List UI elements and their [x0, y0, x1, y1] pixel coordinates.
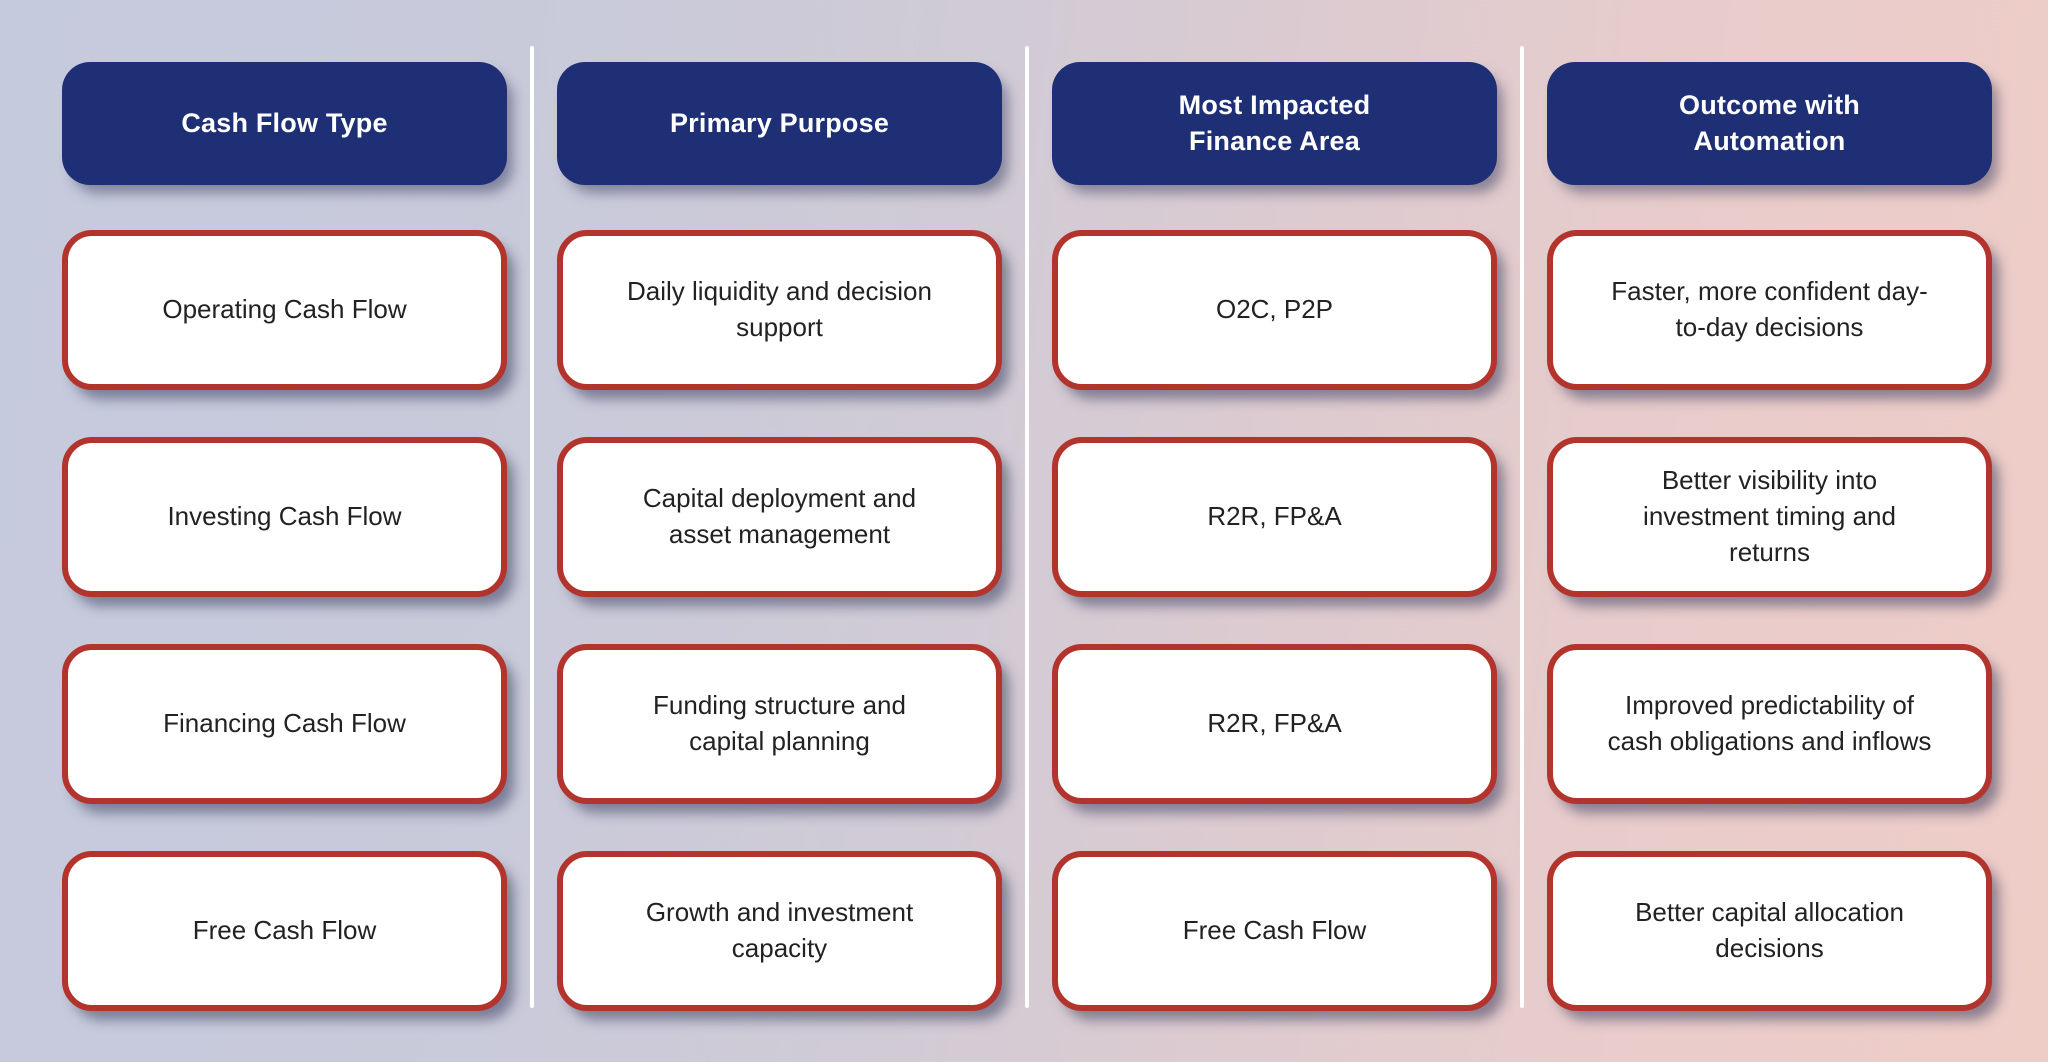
column-most-impacted-finance-area: Most Impacted Finance Area O2C, P2P R2R,… [1052, 62, 1497, 1011]
table-cell-text: R2R, FP&A [1207, 708, 1342, 739]
table-cell-text: Improved predictability of cash obligati… [1607, 690, 1932, 756]
table-cell-text: Faster, more confident day-to-day decisi… [1611, 276, 1928, 342]
table-cell: R2R, FP&A [1052, 437, 1497, 597]
column-header-cash-flow-type: Cash Flow Type [62, 62, 507, 185]
table-cell: Free Cash Flow [62, 851, 507, 1011]
table-cell-text: Free Cash Flow [1182, 915, 1367, 946]
table-cell: Funding structure and capital planning [557, 644, 1002, 804]
table-cell: Better capital allocation decisions [1547, 851, 1992, 1011]
table-cell-text: Free Cash Flow [192, 915, 377, 946]
column-primary-purpose: Primary Purpose Daily liquidity and deci… [557, 62, 1002, 1011]
column-cash-flow-type: Cash Flow Type Operating Cash Flow Inves… [62, 62, 507, 1011]
table-cell-text: Daily liquidity and decision support [627, 276, 932, 342]
column-divider [1520, 46, 1524, 1008]
column-divider [1025, 46, 1029, 1008]
column-divider [530, 46, 534, 1008]
table-cell-text: R2R, FP&A [1207, 501, 1342, 532]
table-cell-text: Growth and investment capacity [645, 897, 914, 963]
table-cell-text: O2C, P2P [1215, 294, 1334, 325]
table-cell: Investing Cash Flow [62, 437, 507, 597]
table-cell-text: Better visibility into investment timing… [1643, 465, 1896, 567]
table-cell: Operating Cash Flow [62, 230, 507, 390]
column-header-label: Most Impacted Finance Area [1178, 89, 1371, 156]
column-header-primary-purpose: Primary Purpose [557, 62, 1002, 185]
table-cell-text: Investing Cash Flow [167, 501, 402, 532]
table-cell: Free Cash Flow [1052, 851, 1497, 1011]
table-cell: Better visibility into investment timing… [1547, 437, 1992, 597]
table-cell: O2C, P2P [1052, 230, 1497, 390]
table-cell-text: Better capital allocation decisions [1635, 897, 1904, 963]
table-cell-text: Funding structure and capital planning [653, 690, 906, 756]
table-cell: Growth and investment capacity [557, 851, 1002, 1011]
table-cell: Capital deployment and asset management [557, 437, 1002, 597]
column-header-label: Primary Purpose [669, 107, 890, 138]
table-cell-text: Operating Cash Flow [162, 294, 407, 325]
table-cell: Improved predictability of cash obligati… [1547, 644, 1992, 804]
table-cell: Financing Cash Flow [62, 644, 507, 804]
column-header-label: Outcome with Automation [1679, 89, 1860, 156]
table-cell: R2R, FP&A [1052, 644, 1497, 804]
table-cell: Daily liquidity and decision support [557, 230, 1002, 390]
column-outcome-with-automation: Outcome with Automation Faster, more con… [1547, 62, 1992, 1011]
table-cell: Faster, more confident day-to-day decisi… [1547, 230, 1992, 390]
table-cell-text: Financing Cash Flow [163, 708, 406, 739]
column-header-label: Cash Flow Type [181, 107, 388, 138]
column-header-most-impacted-finance-area: Most Impacted Finance Area [1052, 62, 1497, 185]
table-cell-text: Capital deployment and asset management [642, 483, 917, 549]
column-header-outcome-with-automation: Outcome with Automation [1547, 62, 1992, 185]
